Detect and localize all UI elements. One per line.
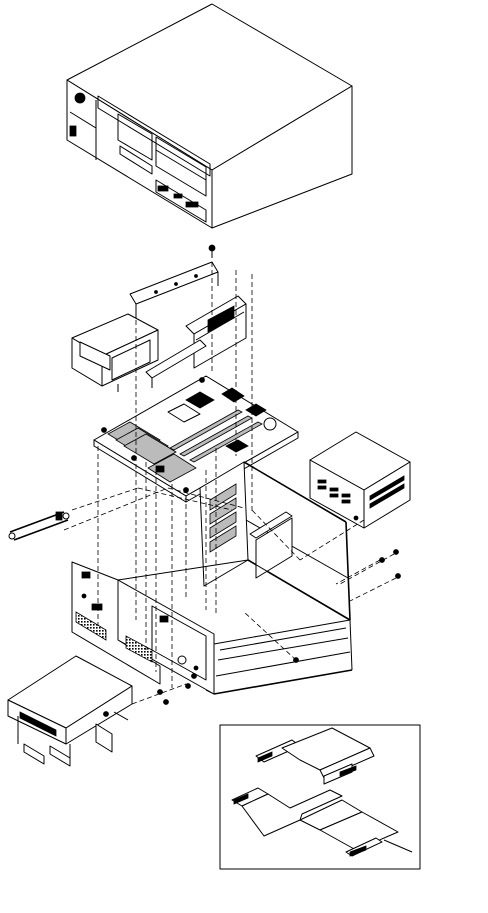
- top-bracket: [129, 261, 219, 318]
- power-supply: [309, 431, 411, 529]
- diskette-drive-tray: [7, 655, 133, 767]
- logo-badge-icon: [74, 92, 86, 104]
- assembly-guide-lines: [63, 262, 397, 705]
- riser-card: [145, 295, 247, 388]
- system-cover: [66, 3, 353, 229]
- chassis-frame: [117, 461, 401, 695]
- drive-cage: [71, 313, 159, 392]
- ribbon-cables-inset: [219, 724, 421, 870]
- screw: [208, 244, 216, 258]
- system-board: [93, 375, 299, 503]
- ribbon-cable-lower: [231, 787, 413, 857]
- support-rails: [8, 511, 70, 541]
- front-bezel-panel: [71, 561, 197, 705]
- ribbon-cable-upper: [255, 727, 375, 785]
